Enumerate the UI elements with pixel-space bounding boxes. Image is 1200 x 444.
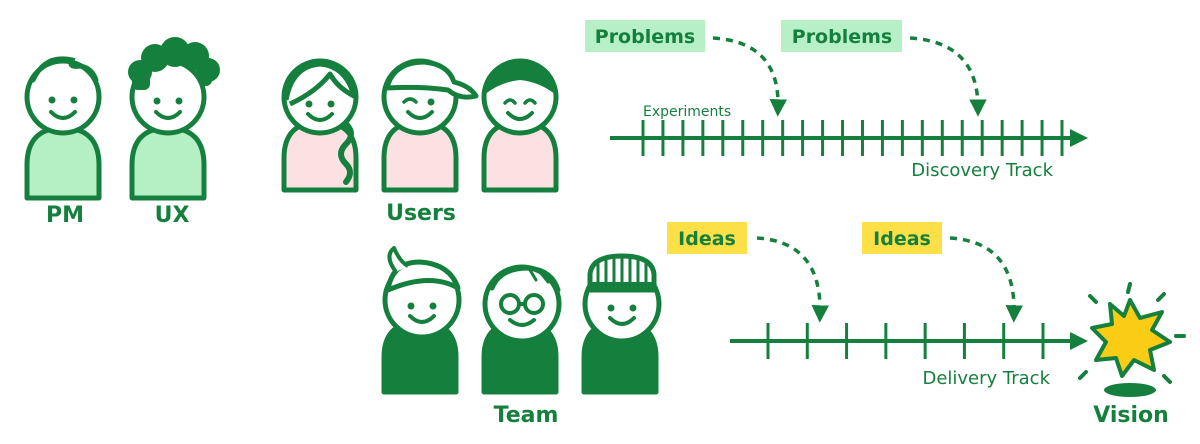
idea-tag-2: Ideas [862,222,942,254]
team-label: Team [494,403,559,428]
team-2-person [481,264,562,395]
delivery-track: Delivery Track [730,323,1088,389]
users-label: Users [386,201,456,226]
dashed-arrow-icon [909,36,987,117]
discovery-track: Experiments Discovery Track [610,104,1088,181]
vision-burst-icon [1078,282,1186,397]
user-2-person [381,58,479,193]
user-1-person [281,58,359,193]
problem-tag-2: Problems [781,20,902,52]
ux-person [128,37,220,201]
dashed-arrow-icon [712,36,788,117]
ux-curly-hair-icon [128,37,220,90]
braid-icon [338,121,354,185]
team-1-person [381,246,462,395]
beanie-icon [587,253,657,293]
team-3-person [581,253,662,395]
pm-body [24,125,102,201]
idea-tag-1-label: Ideas [678,228,736,250]
problem-tag-1-label: Problems [595,26,695,48]
ux-label: UX [155,203,190,228]
discovery-track-label: Discovery Track [911,160,1053,181]
vision-label: Vision [1093,403,1169,428]
team-2-hair-icon [489,265,561,293]
vision-shadow [1104,383,1156,397]
delivery-track-label: Delivery Track [922,368,1050,389]
dashed-arrow-icon [756,236,829,323]
user-3-person [481,58,559,193]
discovery-arrowhead-icon [1070,129,1088,147]
user-1-hair-icon [283,61,357,107]
pm-label: PM [46,203,84,228]
cap-icon [385,59,479,100]
problem-tag-1: Problems [585,20,705,52]
experiments-label: Experiments [643,104,731,120]
discovery-ticks [641,120,1064,156]
pm-person [24,56,102,201]
idea-tag-1: Ideas [667,222,747,254]
pm-hair-icon [30,56,99,83]
ux-body [129,125,207,201]
user-3-hair-icon [484,61,556,95]
idea-tag-2-label: Ideas [873,228,931,250]
glasses-icon [499,293,545,315]
delivery-ticks [766,323,1045,359]
delivery-arrowhead-icon [1070,332,1088,350]
problem-tag-2-label: Problems [792,26,892,48]
dashed-arrow-icon [949,236,1023,323]
